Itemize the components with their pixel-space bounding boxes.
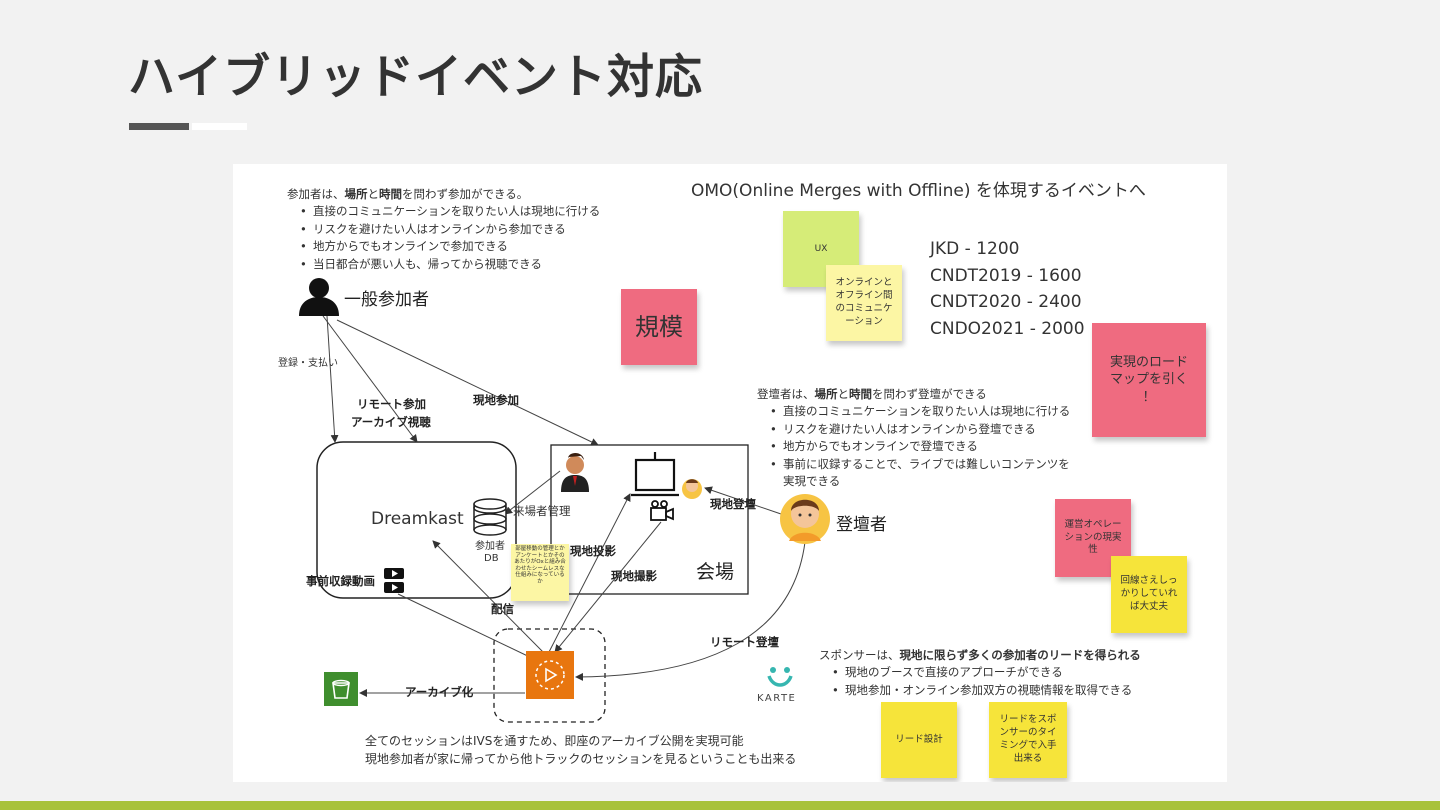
- remote-speaking-label: リモート登壇: [710, 635, 779, 649]
- footer-line: 現地参加者が家に帰ってから他トラックのセッションを見るということも出来る: [365, 752, 797, 766]
- small-speaker-avatar-icon: [682, 479, 702, 499]
- participant-intro: 参加者は、場所と時間を問わず参加ができる。: [287, 187, 529, 201]
- slide-title: ハイブリッドイベント対応: [128, 50, 704, 105]
- arrow-onsite-join: [336, 319, 599, 446]
- list-item: CNDT2020 - 2400: [930, 292, 1082, 312]
- title-underline-dark: [129, 123, 189, 130]
- footer-line: 全てのセッションはIVSを通すため、即座のアーカイブ公開を実現可能: [365, 734, 744, 748]
- sticky-note-online-offline: オンラインとオフライン間のコミュニケーション: [826, 265, 902, 341]
- speaker-intro: 登壇者は、場所と時間を問わず登壇ができる: [757, 387, 987, 401]
- dreamkast-label: Dreamkast: [371, 509, 464, 529]
- sponsor-intro: スポンサーは、現地に限らず多くの参加者のリードを得られる: [819, 648, 1141, 662]
- archiving-label: アーカイブ化: [405, 685, 474, 699]
- sticky-note-lead-sponsor: リードをスポンサーのタイミングで入手出来る: [989, 702, 1067, 778]
- list-item: CNDO2021 - 2000: [930, 318, 1085, 339]
- diagram-panel: 参加者は、場所と時間を問わず参加ができる。 直接のコミュニケーションを取りたい人…: [233, 164, 1227, 782]
- arrow-visitor-mgmt: [504, 470, 561, 515]
- person-icon: [299, 278, 339, 316]
- prerecorded-video-label: 事前収録動画: [306, 574, 375, 588]
- scale-history-list: JKD - 1200 CNDT2019 - 1600 CNDT2020 - 24…: [930, 236, 1085, 342]
- sticky-note-scale: 規模: [621, 289, 697, 365]
- database-icon: [473, 498, 507, 536]
- video-camera-icon: [650, 500, 674, 521]
- archive-view-label: アーカイブ視聴: [351, 415, 431, 429]
- bottom-accent-bar: [0, 801, 1440, 810]
- list-item-continuation: 実現できる: [783, 474, 841, 488]
- venue-label: 会場: [696, 561, 735, 583]
- list-item: 直接のコミュニケーションを取りたい人は現地に行ける: [767, 403, 1070, 421]
- arrow-filming: [554, 521, 662, 653]
- footer-notes: 全てのセッションはIVSを通すため、即座のアーカイブ公開を実現可能 現地参加者が…: [365, 732, 796, 768]
- participant-db-label-1: 参加者: [475, 541, 505, 552]
- sticky-note-lead-design: リード設計: [881, 702, 957, 778]
- venue-box: [550, 444, 749, 595]
- title-underline-light: [192, 123, 247, 130]
- karte-label: KARTE: [757, 693, 797, 704]
- onsite-join-label: 現地参加: [473, 393, 519, 407]
- diagram-connectors: [299, 278, 830, 723]
- list-item: 地方からでもオンラインで参加できる: [297, 238, 600, 256]
- arrow-remote-join: [322, 315, 418, 443]
- list-item: リスクを避けたい人はオンラインから参加できる: [297, 221, 600, 239]
- remote-join-label: リモート参加: [357, 397, 426, 411]
- list-item: 地方からでもオンラインで登壇できる: [767, 438, 1070, 456]
- speaker-bullet-list: 直接のコミュニケーションを取りたい人は現地に行ける リスクを避けたい人はオンライ…: [767, 403, 1070, 491]
- karte-logo-icon: [767, 667, 793, 687]
- sponsor-bullet-list: 現地のブースで直接のアプローチができる 現地参加・オンライン参加双方の視聴情報を…: [829, 664, 1132, 699]
- speaker-label: 登壇者: [836, 515, 887, 535]
- onsite-filming-label: 現地撮影: [611, 569, 657, 583]
- projector-screen-icon: [631, 452, 679, 497]
- sticky-note-roadmap: 実現のロードマップを引く！: [1092, 323, 1206, 437]
- video-playlist-icon: [384, 568, 404, 593]
- speaker-avatar-icon: [780, 494, 830, 544]
- arrow-reg-payment: [326, 315, 339, 443]
- arrow-onsite-speaking: [704, 486, 782, 515]
- list-item: JKD - 1200: [930, 239, 1020, 259]
- list-item: 事前に収録することで、ライブでは難しいコンテンツを: [767, 456, 1070, 474]
- arrow-projection: [548, 493, 631, 653]
- reg-payment-label: 登録・支払い: [278, 358, 338, 369]
- visitor-mgmt-label: 来場者管理: [513, 504, 571, 518]
- ivs-dashed-box: [493, 628, 606, 723]
- general-participant-label: 一般参加者: [344, 290, 429, 310]
- omo-heading: OMO(Online Merges with Offline) を体現するイベン…: [691, 181, 1146, 201]
- onsite-projection-label: 現地投影: [570, 544, 616, 558]
- sticky-note-small: 部屋移動の管理とかアンケートとかそのあたりがOxと組み合わせたシームレスな仕組み…: [511, 544, 569, 601]
- venue-staff-icon: [561, 452, 589, 492]
- sticky-note-network: 回線さえしっかりしていれば大丈夫: [1111, 556, 1187, 633]
- arrow-prerecorded: [397, 593, 537, 661]
- list-item: 直接のコミュニケーションを取りたい人は現地に行ける: [297, 203, 600, 221]
- onsite-speaking-label: 現地登壇: [710, 497, 756, 511]
- list-item: リスクを避けたい人はオンラインから登壇できる: [767, 421, 1070, 439]
- list-item: 現地のブースで直接のアプローチができる: [829, 664, 1132, 682]
- list-item: CNDT2019 - 1600: [930, 265, 1082, 286]
- s3-bucket-icon: [324, 672, 358, 706]
- ivs-service-icon: [526, 651, 574, 699]
- list-item: 現地参加・オンライン参加双方の視聴情報を取得できる: [829, 682, 1132, 700]
- distribution-label: 配信: [491, 602, 514, 616]
- participant-bullet-list: 直接のコミュニケーションを取りたい人は現地に行ける リスクを避けたい人はオンライ…: [297, 203, 600, 273]
- list-item: 当日都合が悪い人も、帰ってから視聴できる: [297, 256, 600, 274]
- arrow-distribution: [432, 540, 546, 655]
- participant-db-label-2: DB: [484, 553, 499, 564]
- arrow-remote-speaking: [575, 541, 806, 681]
